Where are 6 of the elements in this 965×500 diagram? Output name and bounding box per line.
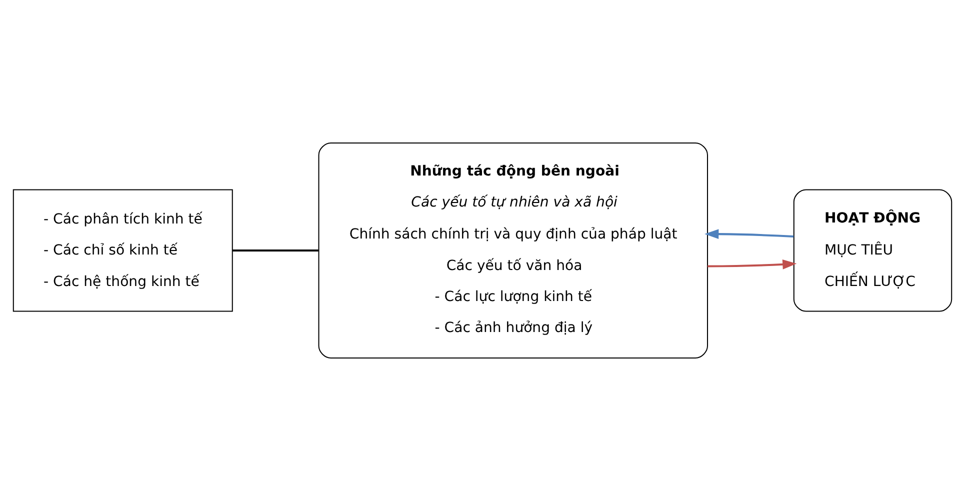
node-box: - Các phân tích kinh tế - Các chỉ số kinh tế - Các hệ thống kinh tế: [12, 188, 233, 312]
node-box: HOẠT ĐỘNG MỤC TIÊU CHIẾN LƯỢC: [793, 188, 952, 312]
arrow: [708, 258, 797, 269]
node-box: Những tác động bên ngoài Các yếu tố tự nhiên và xã hội Chính sách chính trị và quy định của pháp luật Các yếu tố văn hóa - Các lực lượng kinh tế - Các ảnh hưởng địa lý: [318, 142, 708, 358]
connector: [232, 249, 318, 251]
arrow: [704, 228, 794, 238]
